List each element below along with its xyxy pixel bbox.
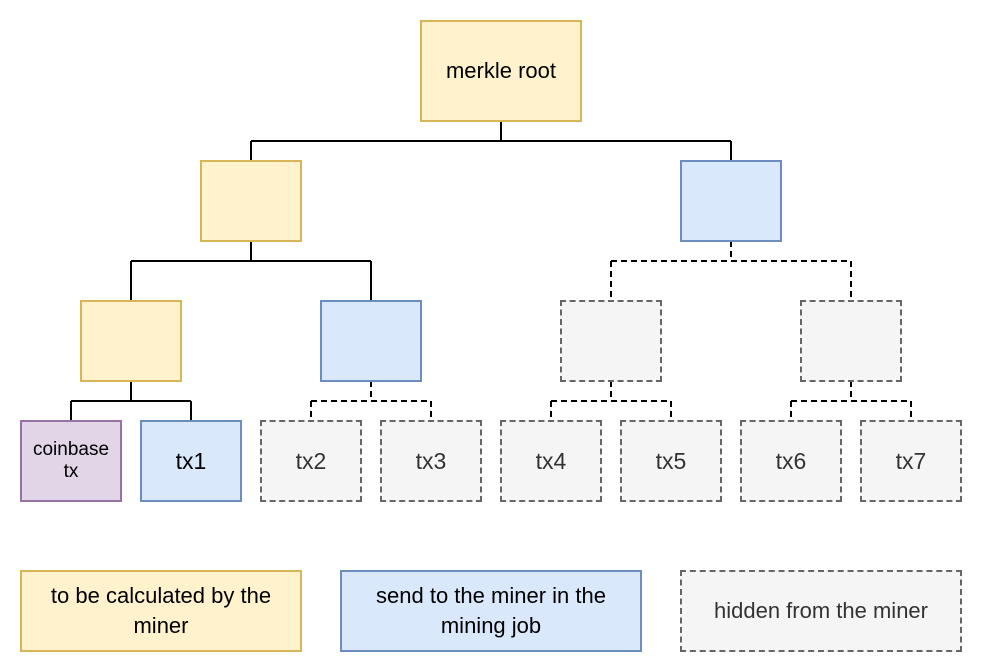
legend-label: to be calculated by the miner (50, 583, 272, 638)
hash-node-d (800, 300, 902, 382)
leaf-tx2: tx2 (260, 420, 362, 502)
hash-node-left (200, 160, 302, 242)
leaf-tx3: tx3 (380, 420, 482, 502)
leaf-label: coinbase tx (32, 439, 110, 482)
leaf-tx4: tx4 (500, 420, 602, 502)
edge-b-children (310, 381, 432, 421)
legend-sent: send to the miner in the mining job (340, 570, 642, 652)
leaf-label: tx1 (175, 447, 207, 474)
legend-label: send to the miner in the mining job (376, 583, 606, 638)
leaf-tx1: tx1 (140, 420, 242, 502)
merkle-root-node: merkle root (420, 20, 582, 122)
hash-node-b (320, 300, 422, 382)
legend-calculated: to be calculated by the miner (20, 570, 302, 652)
edge-c-children (550, 381, 672, 421)
edge-d-children (790, 381, 912, 421)
leaf-label: tx4 (535, 447, 567, 474)
leaf-label: tx6 (775, 447, 807, 474)
edge-left-children (130, 241, 372, 301)
edge-right-children (610, 241, 852, 301)
hash-node-c (560, 300, 662, 382)
leaf-tx5: tx5 (620, 420, 722, 502)
hash-node-a (80, 300, 182, 382)
leaf-label: tx2 (295, 447, 327, 474)
legend-hidden: hidden from the miner (680, 570, 962, 652)
edge-a-children (70, 381, 192, 421)
leaf-label: tx3 (415, 447, 447, 474)
merkle-root-label: merkle root (445, 58, 557, 83)
leaf-label: tx7 (895, 447, 927, 474)
legend-label: hidden from the miner (714, 598, 928, 623)
leaf-label: tx5 (655, 447, 687, 474)
edge-root-children (250, 121, 732, 161)
leaf-coinbase-tx: coinbase tx (20, 420, 122, 502)
leaf-tx6: tx6 (740, 420, 842, 502)
leaf-tx7: tx7 (860, 420, 962, 502)
hash-node-right (680, 160, 782, 242)
